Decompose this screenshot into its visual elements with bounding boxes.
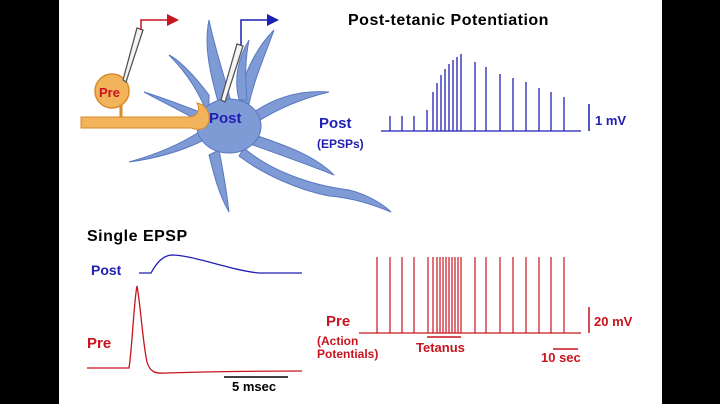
ptp-post-label: Post bbox=[319, 115, 352, 132]
single-epsp-title: Single EPSP bbox=[87, 228, 188, 245]
traces bbox=[87, 54, 590, 378]
single-pre-label: Pre bbox=[87, 335, 112, 352]
time-scale-msec-label: 5 msec bbox=[232, 379, 277, 394]
ptp-scale-mv-label: 1 mV bbox=[595, 113, 627, 128]
ptp-title: Post-tetanic Potentiation bbox=[348, 12, 549, 29]
slide: Post-tetanic Potentiation Single EPSP Pr… bbox=[59, 0, 662, 404]
single-epsp-trace bbox=[139, 254, 302, 274]
single-post-label: Post bbox=[91, 262, 122, 278]
neuron-post-label: Post bbox=[209, 110, 242, 127]
neuron-pre-label: Pre bbox=[99, 85, 120, 100]
ptp-pre-label: Pre bbox=[326, 313, 351, 330]
single-ap-trace bbox=[87, 285, 303, 374]
ap-scale-mv-label: 20 mV bbox=[594, 314, 633, 329]
neuron-illustration bbox=[80, 14, 392, 213]
time-scale-sec-label: 10 sec bbox=[541, 350, 581, 365]
ptp-action-label: (Action bbox=[317, 334, 359, 348]
ptp-potentials-label: Potentials) bbox=[317, 347, 379, 361]
tetanus-label: Tetanus bbox=[416, 340, 465, 355]
ptp-epsps-label: (EPSPs) bbox=[317, 137, 364, 151]
